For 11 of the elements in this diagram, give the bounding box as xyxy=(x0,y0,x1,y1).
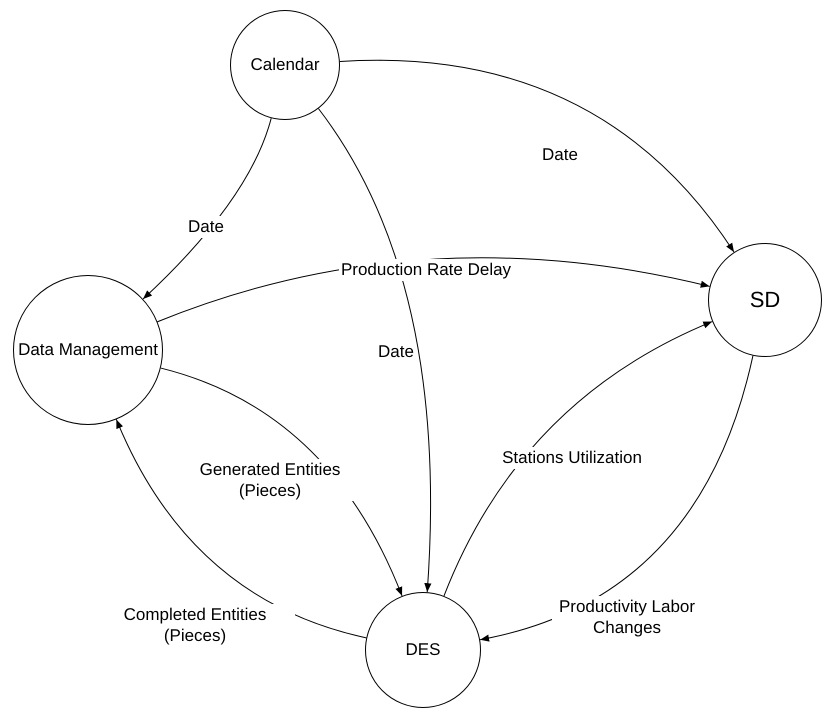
node-label: DES xyxy=(404,639,442,661)
arrow xyxy=(339,60,735,253)
arrow xyxy=(443,321,713,596)
node-label: Data Management xyxy=(17,339,159,361)
arrow xyxy=(318,108,432,593)
arrow xyxy=(116,418,367,638)
edge-label: Stations Utilization xyxy=(500,447,644,469)
node-label: Calendar xyxy=(250,54,320,76)
node-label: SD xyxy=(748,286,782,314)
edge-label: Production Rate Delay xyxy=(338,259,514,281)
edge-label: Date xyxy=(186,216,226,238)
